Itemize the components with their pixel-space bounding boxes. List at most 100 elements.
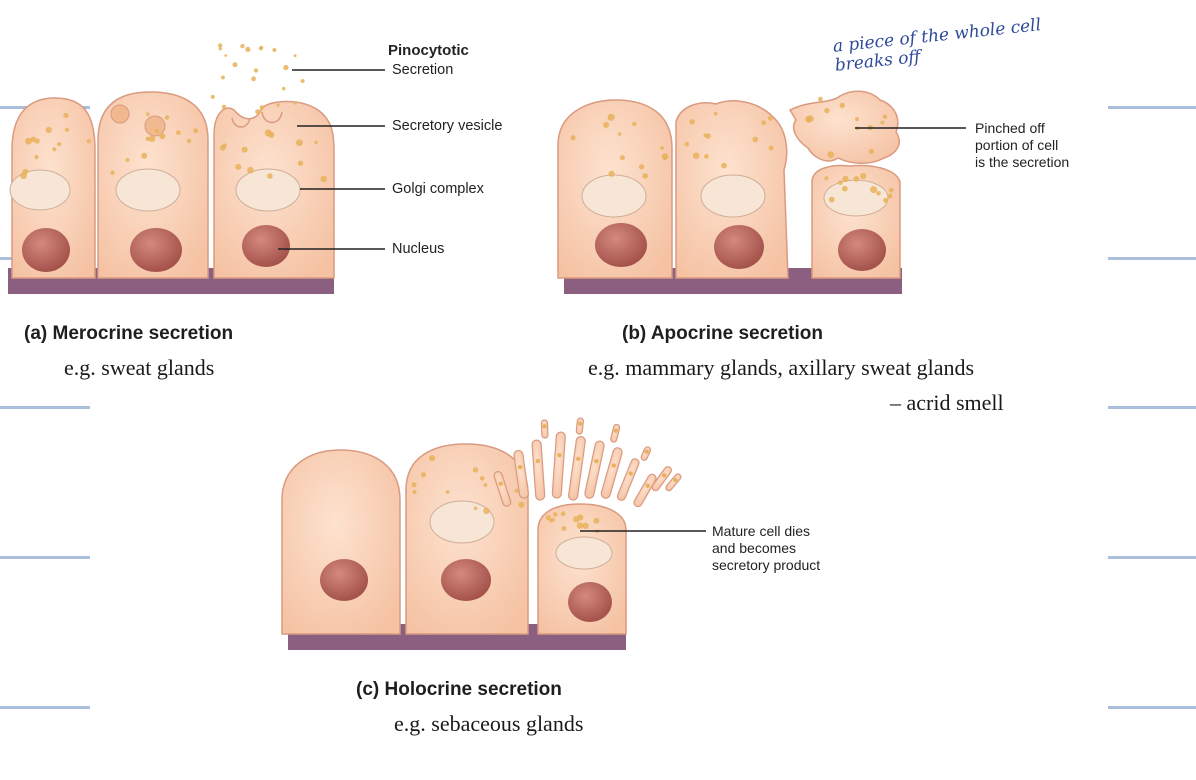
ruled-line [1108, 556, 1196, 559]
granule [148, 135, 156, 142]
granule [218, 43, 223, 48]
cell-fragment [610, 423, 621, 443]
granule [57, 142, 62, 147]
granule [20, 172, 27, 180]
granule [514, 488, 519, 493]
granule [281, 86, 286, 91]
granule [483, 507, 490, 514]
granule [255, 109, 261, 115]
pinched-off-label: Pinched off portion of cell is the secre… [975, 120, 1070, 170]
granule [870, 186, 878, 194]
nucleus [130, 228, 182, 272]
granule [159, 133, 166, 140]
granule [577, 421, 583, 426]
golgi-complex [429, 500, 495, 544]
granule [479, 476, 485, 481]
granule [293, 54, 297, 58]
granule [145, 136, 150, 141]
granule [882, 114, 887, 119]
pinched-off-portion [788, 90, 900, 164]
granule [593, 517, 600, 524]
granule [498, 481, 503, 486]
granule [824, 176, 829, 181]
merocrine-panel [8, 43, 385, 294]
granule [883, 197, 889, 203]
granule [887, 193, 893, 199]
cell-fragment [493, 470, 512, 507]
golgi-complex [700, 174, 766, 218]
granule [721, 162, 727, 169]
secretory-vesicle-label: Secretory vesicle [392, 118, 503, 134]
vesicle [110, 104, 130, 124]
cell-fragment [633, 473, 657, 508]
granule [828, 196, 835, 203]
granule [210, 94, 215, 99]
granule [411, 482, 417, 488]
granule [560, 511, 566, 516]
granule [827, 151, 834, 158]
nucleus [320, 559, 368, 601]
holocrine-caption: (c) Holocrine secretion [356, 679, 562, 700]
nucleus [242, 225, 290, 267]
cell-fragment [575, 417, 584, 435]
granule [642, 173, 648, 179]
nucleus [568, 582, 612, 622]
granule [473, 506, 478, 511]
granule [224, 54, 228, 57]
granule [64, 127, 70, 132]
granule [518, 501, 525, 508]
granule [752, 136, 758, 143]
granule [110, 170, 115, 175]
granule [692, 152, 700, 159]
ruled-line [1108, 406, 1196, 409]
granule [594, 458, 599, 464]
granule [52, 147, 57, 152]
granule [429, 455, 436, 462]
granule [684, 141, 690, 147]
ruled-line [1108, 257, 1196, 260]
granule [842, 185, 848, 192]
granule [283, 64, 289, 71]
secretion-label: Secretion [392, 62, 454, 78]
granule [235, 163, 242, 170]
granule [582, 522, 589, 530]
cell-fragment [616, 458, 640, 501]
granule [611, 463, 617, 468]
merocrine-example: e.g. sweat glands [64, 355, 215, 380]
granule [125, 158, 130, 162]
granule [855, 117, 859, 122]
apocrine-example-line2: – acrid smell [890, 390, 1004, 415]
granule [818, 96, 823, 102]
granule [617, 132, 622, 136]
granule [839, 102, 845, 109]
nucleus [595, 223, 647, 267]
nucleus [838, 229, 886, 271]
granules [411, 455, 600, 533]
granule [638, 164, 645, 170]
granule [154, 129, 160, 134]
granule [30, 136, 36, 142]
cell [281, 449, 401, 635]
granule [63, 112, 69, 118]
merocrine-caption: (a) Merocrine secretion [24, 323, 234, 344]
granule [542, 424, 547, 429]
granule [193, 128, 199, 134]
cell-fragment [568, 435, 586, 501]
granule [628, 471, 633, 476]
granule [218, 47, 222, 51]
granule [607, 113, 615, 121]
granule [517, 464, 523, 470]
ruled-line [0, 406, 90, 409]
granule [145, 112, 150, 117]
cell-fragment [531, 439, 546, 501]
holocrine-panel [281, 417, 706, 650]
cell-fragments [493, 417, 682, 508]
holocrine-example: e.g. sebaceous glands [394, 711, 584, 736]
golgi-complex [581, 174, 647, 218]
ruled-line [1108, 106, 1196, 109]
granule [661, 473, 667, 478]
granule [445, 490, 450, 494]
granule [689, 119, 695, 125]
mature-cell-label: Mature cell dies and becomes secretory p… [712, 523, 821, 573]
